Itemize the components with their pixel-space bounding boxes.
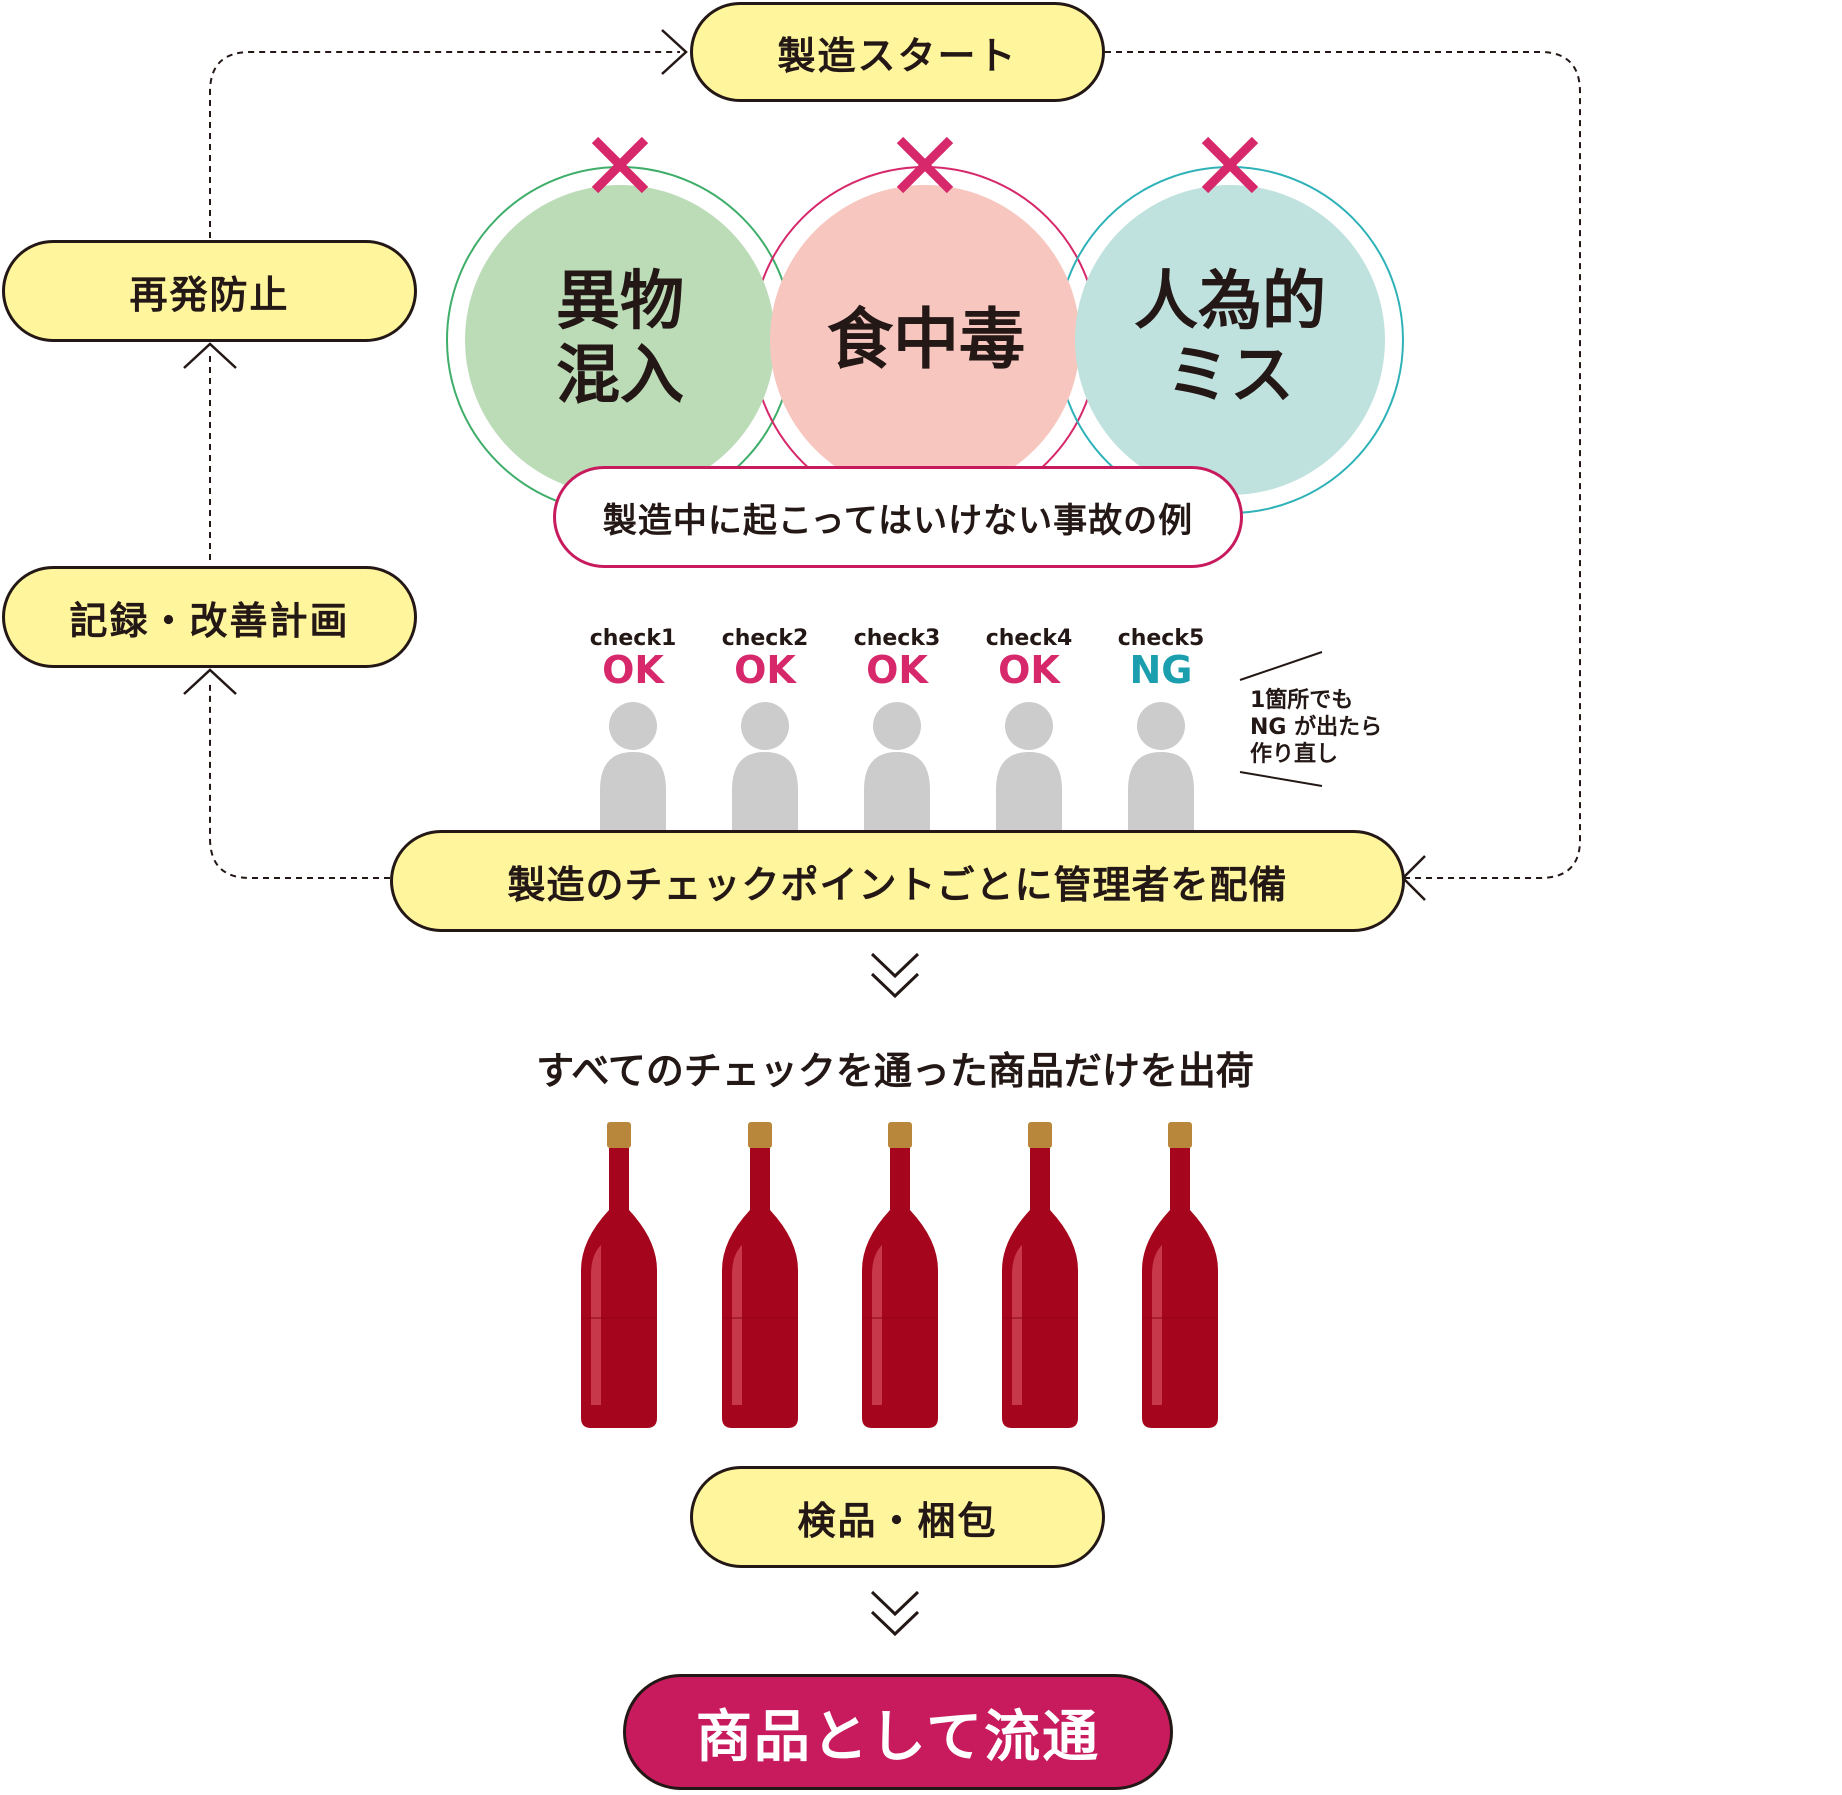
record-node: 記録・改善計画 [2, 566, 417, 668]
check-label: check2 [721, 626, 809, 651]
wine-bottles [581, 1122, 1218, 1428]
check-result-ng: NG [1129, 648, 1193, 692]
checker-figures [600, 702, 1194, 834]
shipping-text: すべてのチェックを通った商品だけを出荷 [536, 1049, 1254, 1093]
inspection-node: 検品・梱包 [690, 1466, 1105, 1568]
checker-person-icon [732, 702, 798, 834]
accidents-caption: 製造中に起こってはいけない事故の例 [553, 466, 1243, 568]
check-result-ok: OK [734, 648, 796, 692]
redo-note-line2: NG が出たら [1250, 715, 1383, 740]
checker-person-icon [996, 702, 1062, 834]
accident-circle [465, 185, 775, 495]
check-label: check4 [985, 626, 1073, 651]
note-slash-top [1239, 651, 1323, 681]
cross-mark-icon [1201, 136, 1259, 194]
wine-bottle-icon [581, 1122, 657, 1428]
loop-connector-left-bottom [209, 680, 390, 879]
check-label: check5 [1117, 626, 1205, 651]
accident-label-food-poisoning: 食中毒 [827, 301, 1025, 379]
accident-circle [770, 185, 1080, 495]
accident-circle [1075, 185, 1385, 495]
redo-note-line3: 作り直し [1250, 742, 1339, 767]
wine-bottle-icon [1002, 1122, 1078, 1428]
prevention-node: 再発防止 [2, 240, 417, 342]
check-result-ok: OK [998, 648, 1060, 692]
distribution-node: 商品として流通 [623, 1674, 1173, 1790]
checker-person-icon [1128, 702, 1194, 834]
wine-bottle-icon [862, 1122, 938, 1428]
check-label: check1 [589, 626, 677, 651]
redo-note-line1: 1箇所でも [1250, 688, 1354, 713]
note-slash-bottom [1239, 771, 1323, 787]
accident-label-human-error: 人為的 ミス [1134, 265, 1326, 413]
chevron-down-icon [870, 1590, 920, 1637]
arrow-up-to-prevention-icon [183, 342, 237, 369]
cross-mark-icon [591, 136, 649, 194]
arrow-up-to-record-icon [183, 668, 237, 695]
loop-connector-right [1105, 51, 1581, 879]
accident-circles [446, 136, 1404, 514]
checker-person-icon [864, 702, 930, 834]
wine-bottle-icon [722, 1122, 798, 1428]
chevron-down-icon [870, 952, 920, 999]
accident-label-foreign-matter: 異物 混入 [556, 265, 684, 413]
checker-person-icon [600, 702, 666, 834]
cross-mark-icon [896, 136, 954, 194]
loop-connector-left-top [209, 51, 680, 238]
check-result-ok: OK [602, 648, 664, 692]
checkpoint-node: 製造のチェックポイントごとに管理者を配備 [390, 830, 1405, 932]
check-label: check3 [853, 626, 941, 651]
arrow-into-start-icon [661, 29, 688, 75]
start-node: 製造スタート [690, 2, 1105, 102]
wine-bottle-icon [1142, 1122, 1218, 1428]
check-result-ok: OK [866, 648, 928, 692]
